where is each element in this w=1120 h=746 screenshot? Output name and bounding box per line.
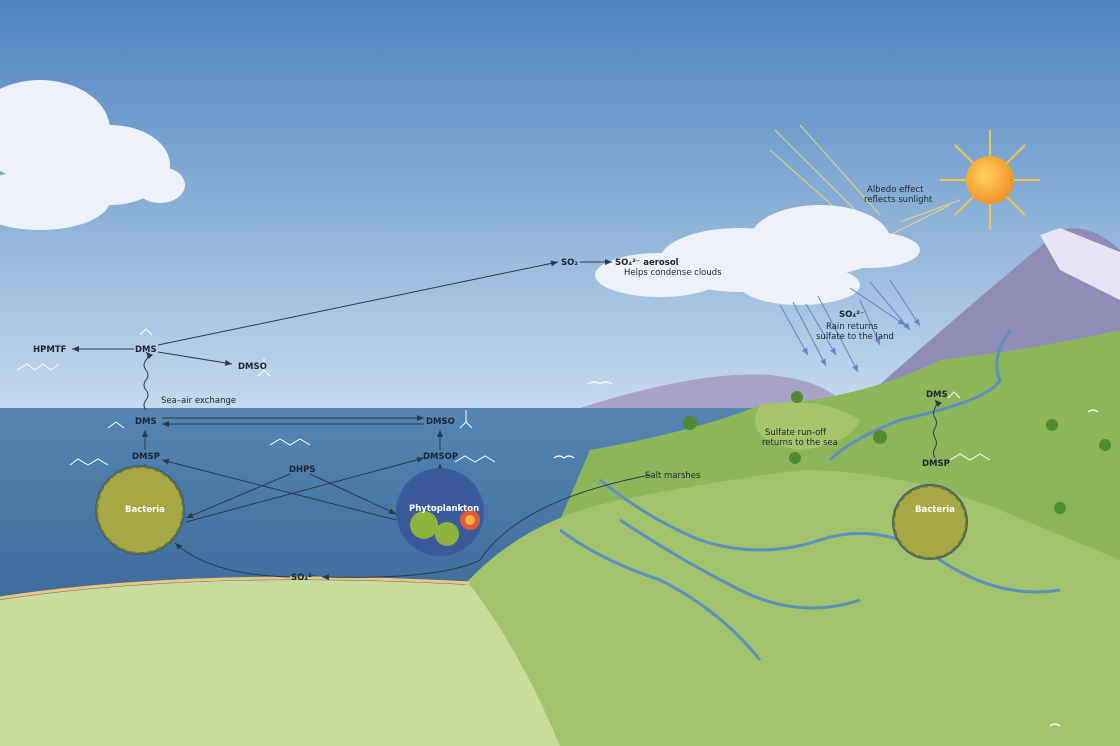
cloud-center (595, 205, 920, 305)
label-dms-air: DMS (135, 345, 157, 355)
sun-icon (940, 130, 1040, 230)
label-dms-sea: DMS (135, 417, 157, 427)
label-bacteria-sea: Bacteria (125, 505, 165, 515)
bacteria-cluster-land (892, 484, 968, 560)
label-phytoplankton: Phytoplankton (409, 504, 479, 514)
label-reflects-sunlight: reflects sunlight (864, 195, 933, 205)
distant-hill (580, 374, 840, 410)
label-so4-sea: SO₄²⁻ (291, 573, 316, 583)
label-salt-marshes: Salt marshes (645, 471, 701, 481)
label-so2: SO₂ (561, 258, 578, 268)
runoff-hill (755, 402, 860, 450)
label-sulfate-runoff: Sulfate run-off (765, 428, 827, 438)
label-dms-land: DMS (926, 390, 948, 400)
label-dmsp: DMSP (132, 452, 160, 462)
label-so4-aerosol: SO₄²⁻ aerosol (615, 258, 679, 268)
label-so4-rain: SO₄²⁻ (839, 310, 864, 320)
label-dmso-sea: DMSO (426, 417, 455, 427)
label-bacteria-land: Bacteria (915, 505, 955, 515)
rain-arrows (779, 279, 921, 373)
foreground-land (0, 580, 560, 746)
bacteria-cluster-sea (95, 465, 185, 555)
label-dhps: DHPS (289, 465, 316, 475)
rivers (559, 329, 1061, 661)
label-sulfate-to-land: sulfate to the land (816, 332, 894, 342)
label-returns-to-sea: returns to the sea (762, 438, 838, 448)
label-hpmtf: HPMTF (33, 345, 67, 355)
label-albedo-effect: Albedo effect (867, 185, 924, 195)
label-dmsp-land: DMSP (922, 459, 950, 469)
tree-icons (683, 391, 1111, 514)
bird-icons (553, 381, 1099, 727)
label-helps-condense-clouds: Helps condense clouds (624, 268, 722, 278)
label-sea-air-exchange: Sea–air exchange (161, 396, 236, 406)
phytoplankton-cluster (396, 468, 484, 556)
cloud-left (0, 80, 185, 230)
cycle-arrows (72, 259, 943, 581)
label-rain-returns: Rain returns (826, 322, 878, 332)
beach (0, 576, 471, 600)
label-dmso-air: DMSO (238, 362, 267, 372)
label-dmsop: DMSOP (423, 452, 458, 462)
mountain-snow (1040, 228, 1120, 300)
chemical-structure-icons (16, 328, 991, 466)
